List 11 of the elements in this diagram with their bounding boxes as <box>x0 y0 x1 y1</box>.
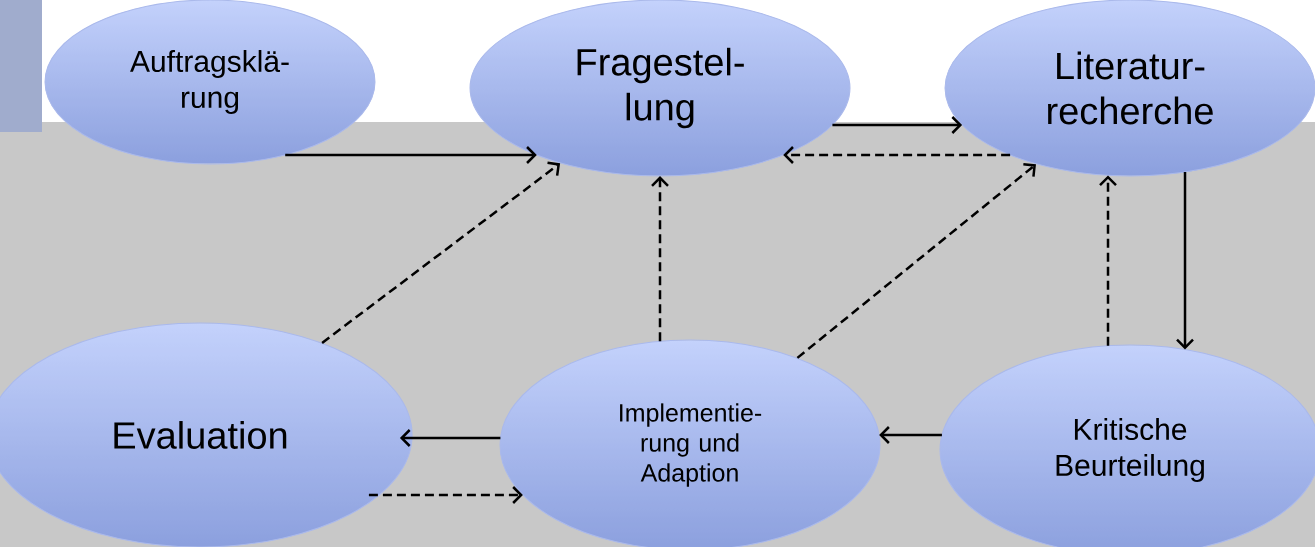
arrow <box>321 161 561 344</box>
arrow <box>399 429 501 447</box>
arrow <box>651 176 669 342</box>
arrow <box>879 426 942 444</box>
arrow <box>1176 172 1194 350</box>
arrow <box>285 146 537 164</box>
arrow <box>832 116 963 134</box>
arrow <box>783 146 1011 164</box>
arrow <box>368 486 523 504</box>
arrow <box>796 163 1036 359</box>
arrow <box>1099 175 1117 346</box>
